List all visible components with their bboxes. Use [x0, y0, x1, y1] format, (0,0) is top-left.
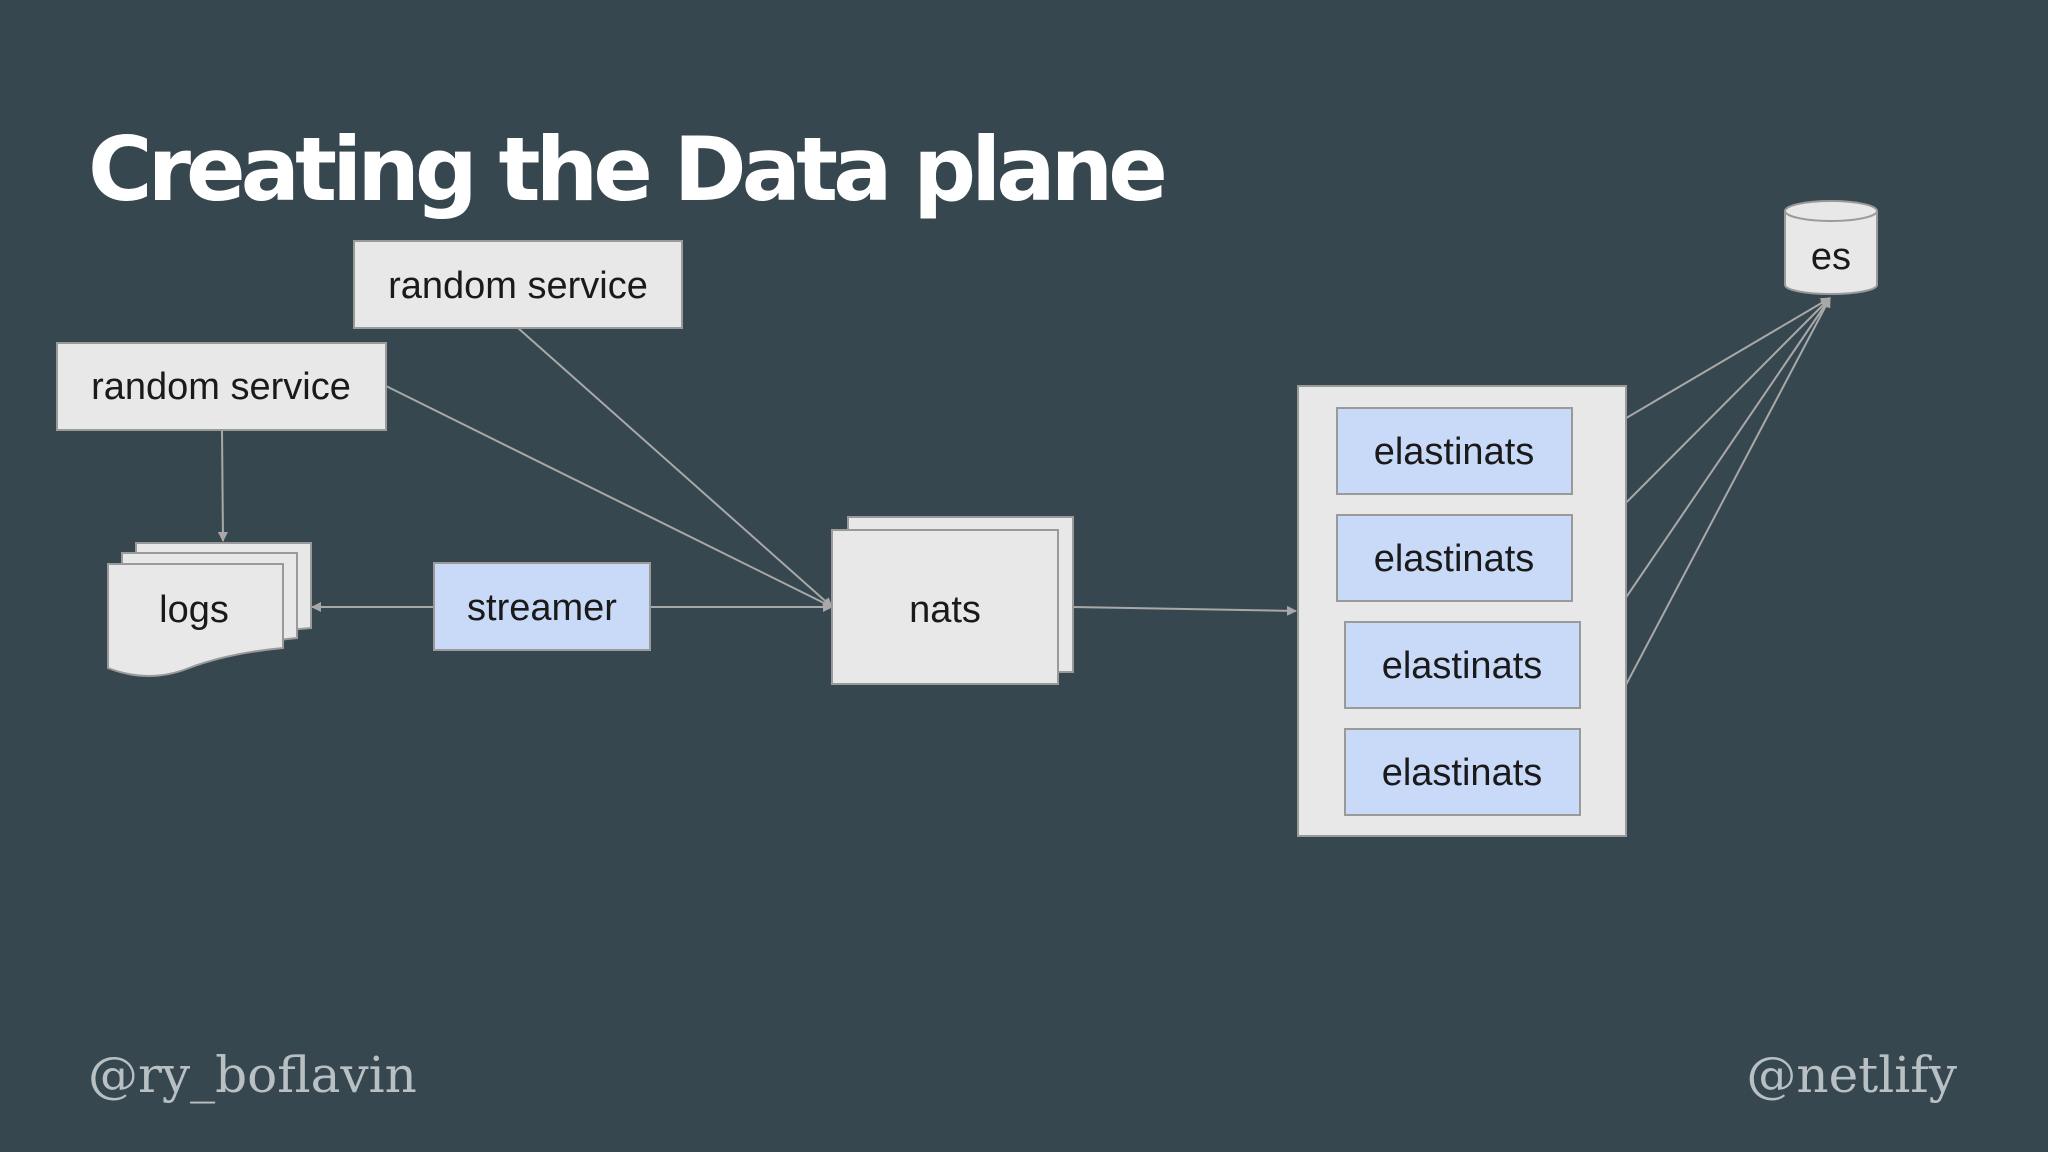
nats-front-box: [831, 529, 1059, 685]
logs-page-front: [107, 563, 284, 677]
streamer-node: streamer: [433, 562, 651, 651]
footer-handle-left: @ry_boflavin: [88, 1046, 417, 1104]
elastinats-box-4: [1344, 728, 1581, 816]
elastinats-box-3: [1344, 621, 1581, 709]
streamer-label: streamer: [467, 587, 617, 629]
random-service-top-label: random service: [388, 265, 648, 307]
logs-label: logs: [159, 589, 229, 631]
footer-handle-right: @netlify: [1746, 1046, 1957, 1104]
elastinats-label-1: elastinats: [1374, 431, 1535, 473]
elastinats-box-2: [1336, 514, 1573, 602]
random-service-left-label: random service: [91, 366, 351, 408]
elastinats-box-1: [1336, 407, 1573, 495]
connector-random-service-top-to-nats: [517, 327, 833, 608]
connector-nats-to-elastinats-group: [1072, 605, 1297, 616]
es-cylinder-top: [1784, 200, 1878, 222]
es-database-node: es: [1784, 200, 1878, 295]
logs-node: logs: [107, 542, 312, 677]
nats-label: nats: [909, 589, 981, 631]
elastinats-label-3: elastinats: [1382, 645, 1543, 687]
random-service-node-top: random service: [353, 240, 683, 329]
es-label: es: [1811, 236, 1851, 278]
connector-random-service-left-to-nats: [385, 385, 833, 608]
elastinats-group: elastinats elastinats elastinats elastin…: [1297, 385, 1627, 837]
slide-title: Creating the Data plane: [88, 118, 1164, 221]
es-cylinder-body: [1784, 211, 1878, 295]
elastinats-label-4: elastinats: [1382, 752, 1543, 794]
random-service-node-left: random service: [56, 342, 387, 431]
elastinats-label-2: elastinats: [1374, 538, 1535, 580]
nats-node: nats: [831, 516, 1074, 685]
connector-random-service-to-logs: [217, 429, 228, 542]
